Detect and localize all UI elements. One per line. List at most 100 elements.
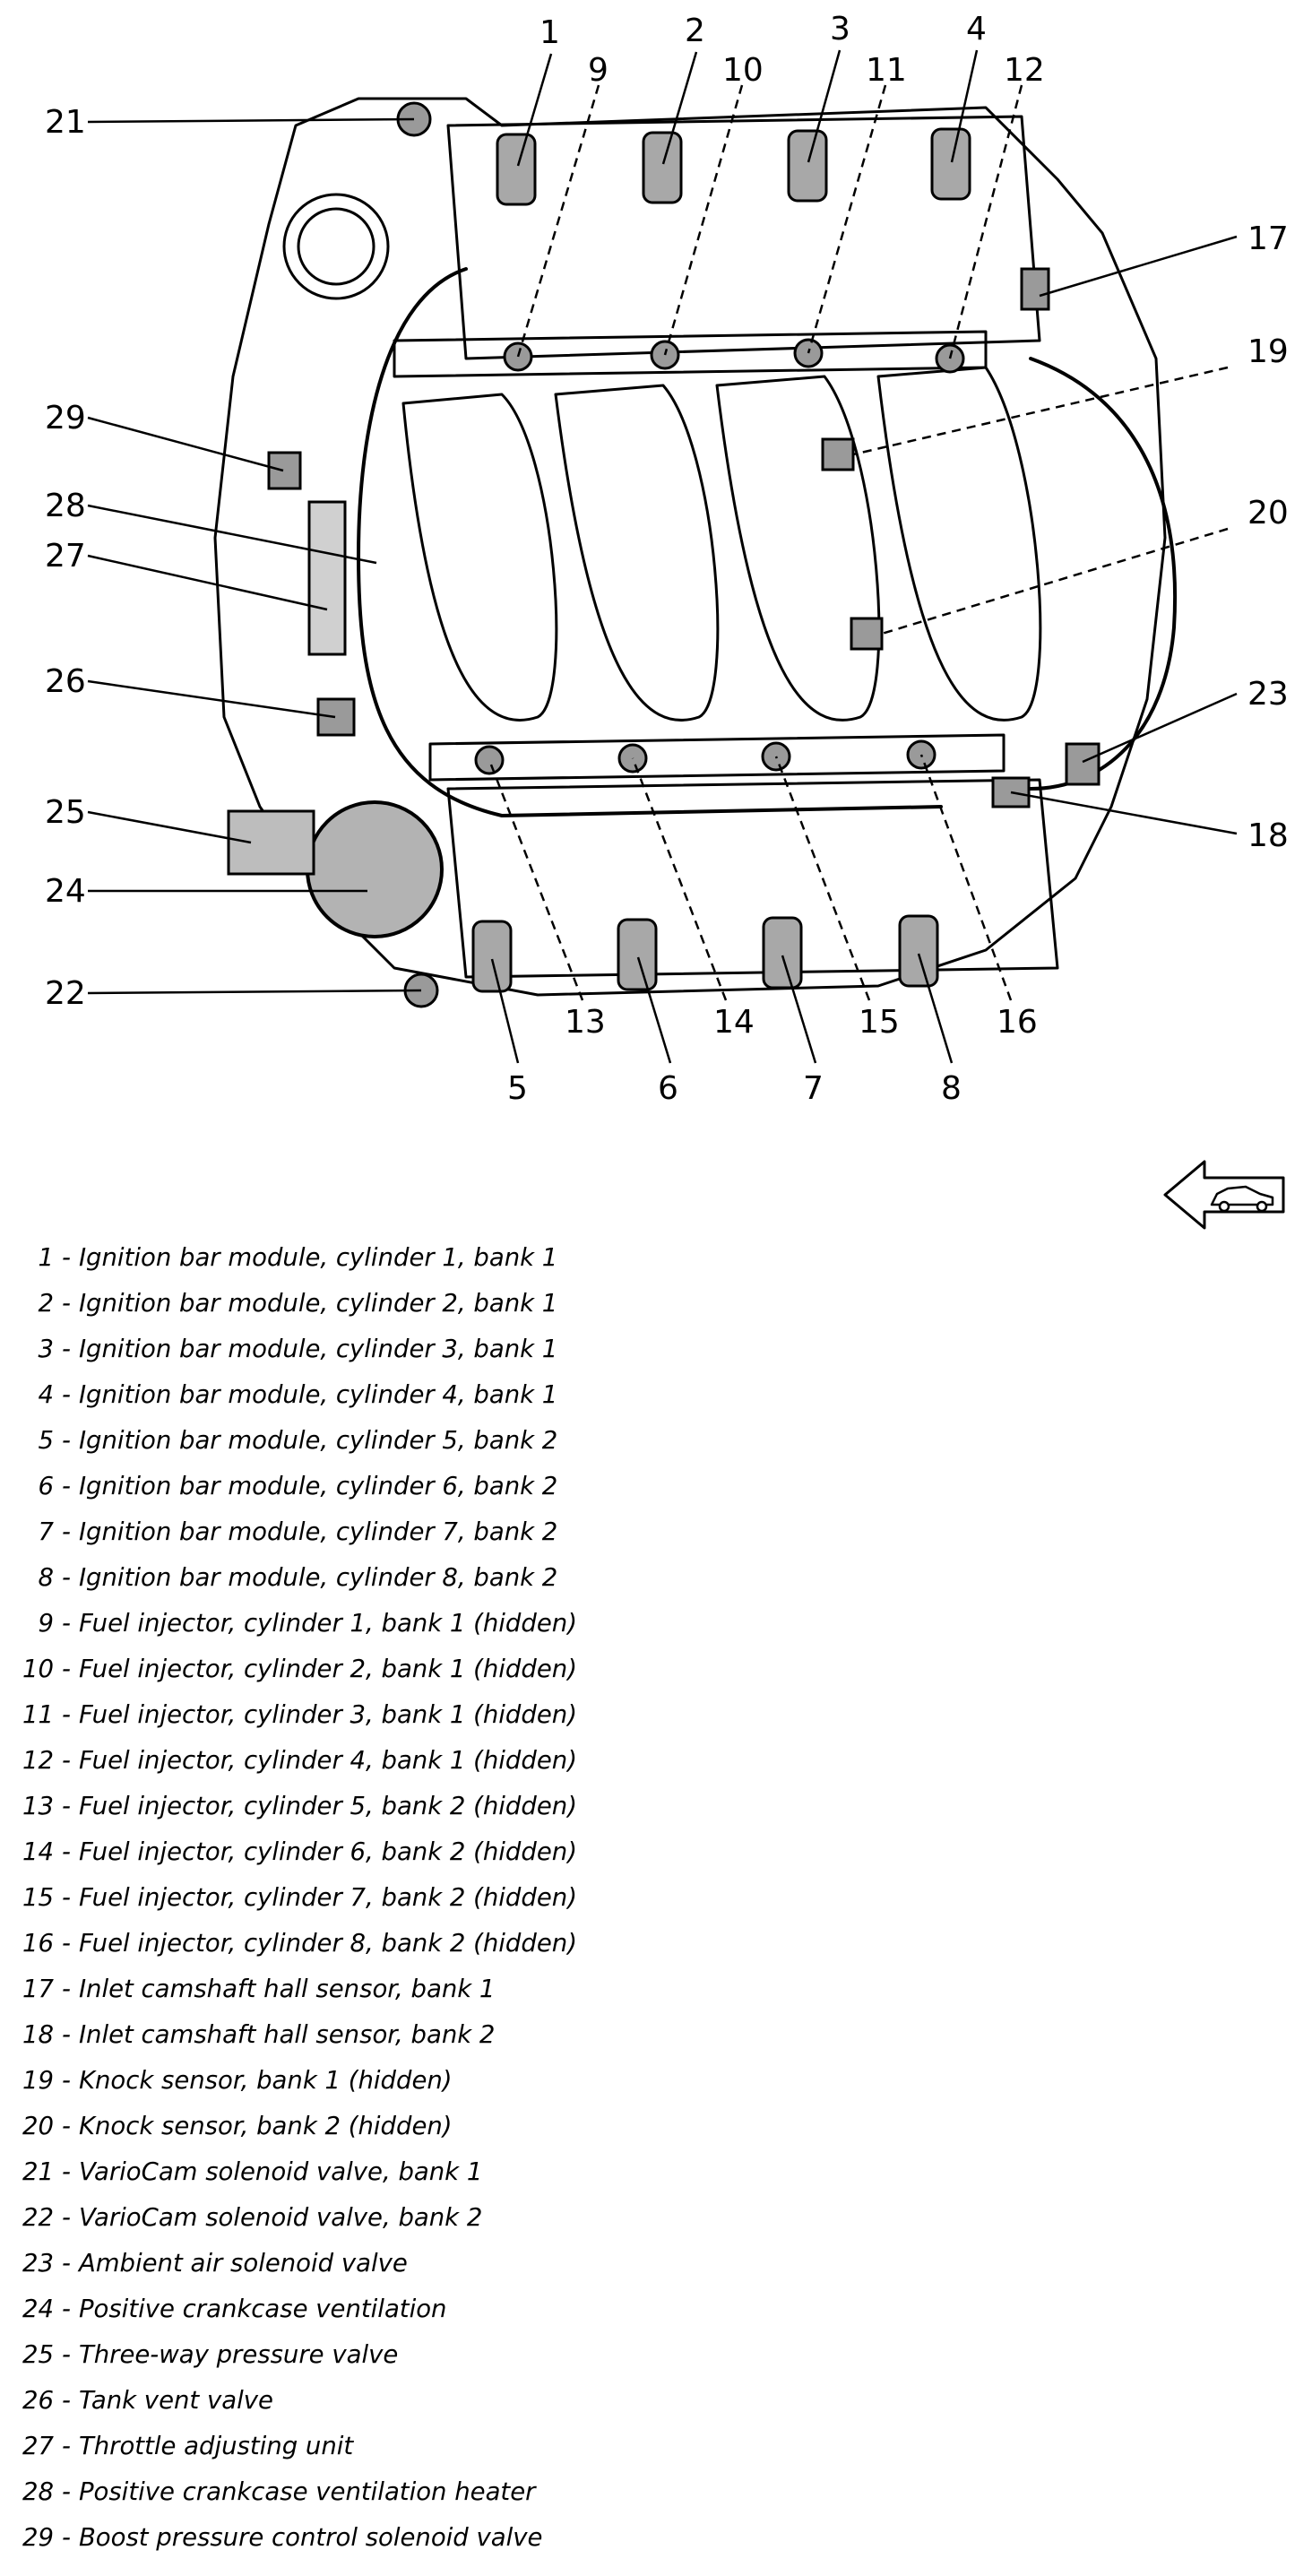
intake-runner-1 [401,393,558,722]
legend-number: 20 [22,2112,54,2140]
callout-24: 24 [45,873,86,910]
legend-separator: - [62,1700,71,1729]
legend-item: 29-Boost pressure control solenoid valve [0,2515,986,2561]
legend-text: Tank vent valve [78,2386,273,2415]
callout-25: 25 [45,794,86,831]
legend-text: Boost pressure control solenoid valve [78,2523,543,2552]
legend-text: Knock sensor, bank 1 (hidden) [78,2066,453,2095]
ambient-air-solenoid-valve [1065,742,1101,786]
legend-separator: - [62,1655,71,1683]
legend-text: Ignition bar module, cylinder 5, bank 2 [78,1426,558,1455]
legend-number: 19 [22,2066,54,2095]
legend-number: 17 [22,1975,54,2003]
legend-item: 19-Knock sensor, bank 1 (hidden) [0,2058,986,2104]
legend-text: Fuel injector, cylinder 6, bank 2 (hidde… [78,1837,577,1866]
legend-separator: - [62,2477,71,2506]
legend-text: VarioCam solenoid valve, bank 1 [78,2157,483,2186]
legend-separator: - [62,1563,71,1592]
legend-number: 3 [38,1335,55,1363]
legend-text: Three-way pressure valve [78,2340,399,2369]
legend-item: 24-Positive crankcase ventilation [0,2286,986,2332]
legend-text: Ambient air solenoid valve [78,2249,408,2278]
callout-22: 22 [45,975,86,1012]
legend-number: 8 [38,1563,55,1592]
legend-text: Fuel injector, cylinder 5, bank 2 (hidde… [78,1792,577,1820]
legend-number: 12 [22,1746,54,1775]
legend-item: 28-Positive crankcase ventilation heater [0,2469,986,2515]
legend-separator: - [62,1289,71,1318]
ignition-module-cyl-6 [617,918,658,991]
legend-number: 26 [22,2386,54,2415]
legend-text: Fuel injector, cylinder 1, bank 1 (hidde… [78,1609,577,1638]
legend-separator: - [62,2203,71,2232]
intake-runner-3 [715,375,881,722]
legend-text: Inlet camshaft hall sensor, bank 2 [78,2020,496,2049]
legend-number: 23 [22,2249,54,2278]
boost-pressure-solenoid-valve [267,451,302,490]
legend-number: 11 [22,1700,54,1729]
legend-number: 18 [22,2020,54,2049]
callout-13: 13 [565,1004,606,1041]
legend-separator: - [62,1975,71,2003]
callout-14: 14 [713,1004,755,1041]
callout-17: 17 [1247,220,1289,257]
right-side-hose [1029,357,1177,791]
legend-separator: - [62,1426,71,1455]
legend-number: 16 [22,1929,54,1958]
three-way-pressure-valve [227,809,315,876]
legend-item: 26-Tank vent valve [0,2378,986,2424]
callout-12: 12 [1004,52,1045,89]
legend-item: 15-Fuel injector, cylinder 7, bank 2 (hi… [0,1875,986,1921]
legend-text: Ignition bar module, cylinder 7, bank 2 [78,1517,558,1546]
callout-19: 19 [1247,333,1289,370]
legend-separator: - [62,2432,71,2460]
legend-text: Knock sensor, bank 2 (hidden) [78,2112,453,2140]
legend-number: 2 [38,1289,55,1318]
callout-27: 27 [45,538,86,575]
callout-6: 6 [658,1070,678,1107]
legend-separator: - [62,1929,71,1958]
ignition-module-cyl-2 [642,131,683,204]
legend-number: 10 [22,1655,54,1683]
legend-item: 3-Ignition bar module, cylinder 3, bank … [0,1327,986,1372]
ignition-module-cyl-1 [496,133,537,206]
legend-number: 14 [22,1837,54,1866]
legend-item: 21-VarioCam solenoid valve, bank 1 [0,2149,986,2195]
callout-7: 7 [803,1070,824,1107]
callout-4: 4 [966,11,987,48]
engine-outline [213,97,1167,997]
legend-number: 5 [38,1426,55,1455]
legend-item: 16-Fuel injector, cylinder 8, bank 2 (hi… [0,1921,986,1967]
legend-item: 10-Fuel injector, cylinder 2, bank 1 (hi… [0,1647,986,1692]
legend-separator: - [62,1837,71,1866]
legend-separator: - [62,1335,71,1363]
legend-separator: - [62,2386,71,2415]
fuel-injector-cyl-5 [474,745,505,775]
legend-separator: - [62,1792,71,1820]
callout-2: 2 [685,13,705,49]
legend-separator: - [62,2249,71,2278]
callout-11: 11 [866,52,907,89]
legend-item: 22-VarioCam solenoid valve, bank 2 [0,2195,986,2241]
legend-separator: - [62,1883,71,1912]
knock-sensor-bank-2 [850,617,884,651]
legend-number: 25 [22,2340,54,2369]
legend-text: Ignition bar module, cylinder 3, bank 1 [78,1335,558,1363]
legend-number: 9 [38,1609,55,1638]
arrow-left-car-icon [1161,1156,1287,1233]
legend-item: 5-Ignition bar module, cylinder 5, bank … [0,1418,986,1464]
legend-separator: - [62,2066,71,2095]
legend-number: 7 [38,1517,55,1546]
legend-text: Positive crankcase ventilation heater [78,2477,536,2506]
cylinder-head-bank-1 [446,115,1041,360]
ignition-module-cyl-3 [787,129,828,203]
engine-diagram: 1 2 3 4 5 6 7 8 9 10 11 12 13 14 15 16 1… [0,0,1312,1111]
callout-21: 21 [45,104,86,141]
callout-10: 10 [722,52,764,89]
legend-item: 25-Three-way pressure valve [0,2332,986,2378]
legend-item: 9-Fuel injector, cylinder 1, bank 1 (hid… [0,1601,986,1647]
legend-number: 27 [22,2432,54,2460]
legend-separator: - [62,1746,71,1775]
legend-item: 4-Ignition bar module, cylinder 4, bank … [0,1372,986,1418]
legend-number: 22 [22,2203,54,2232]
